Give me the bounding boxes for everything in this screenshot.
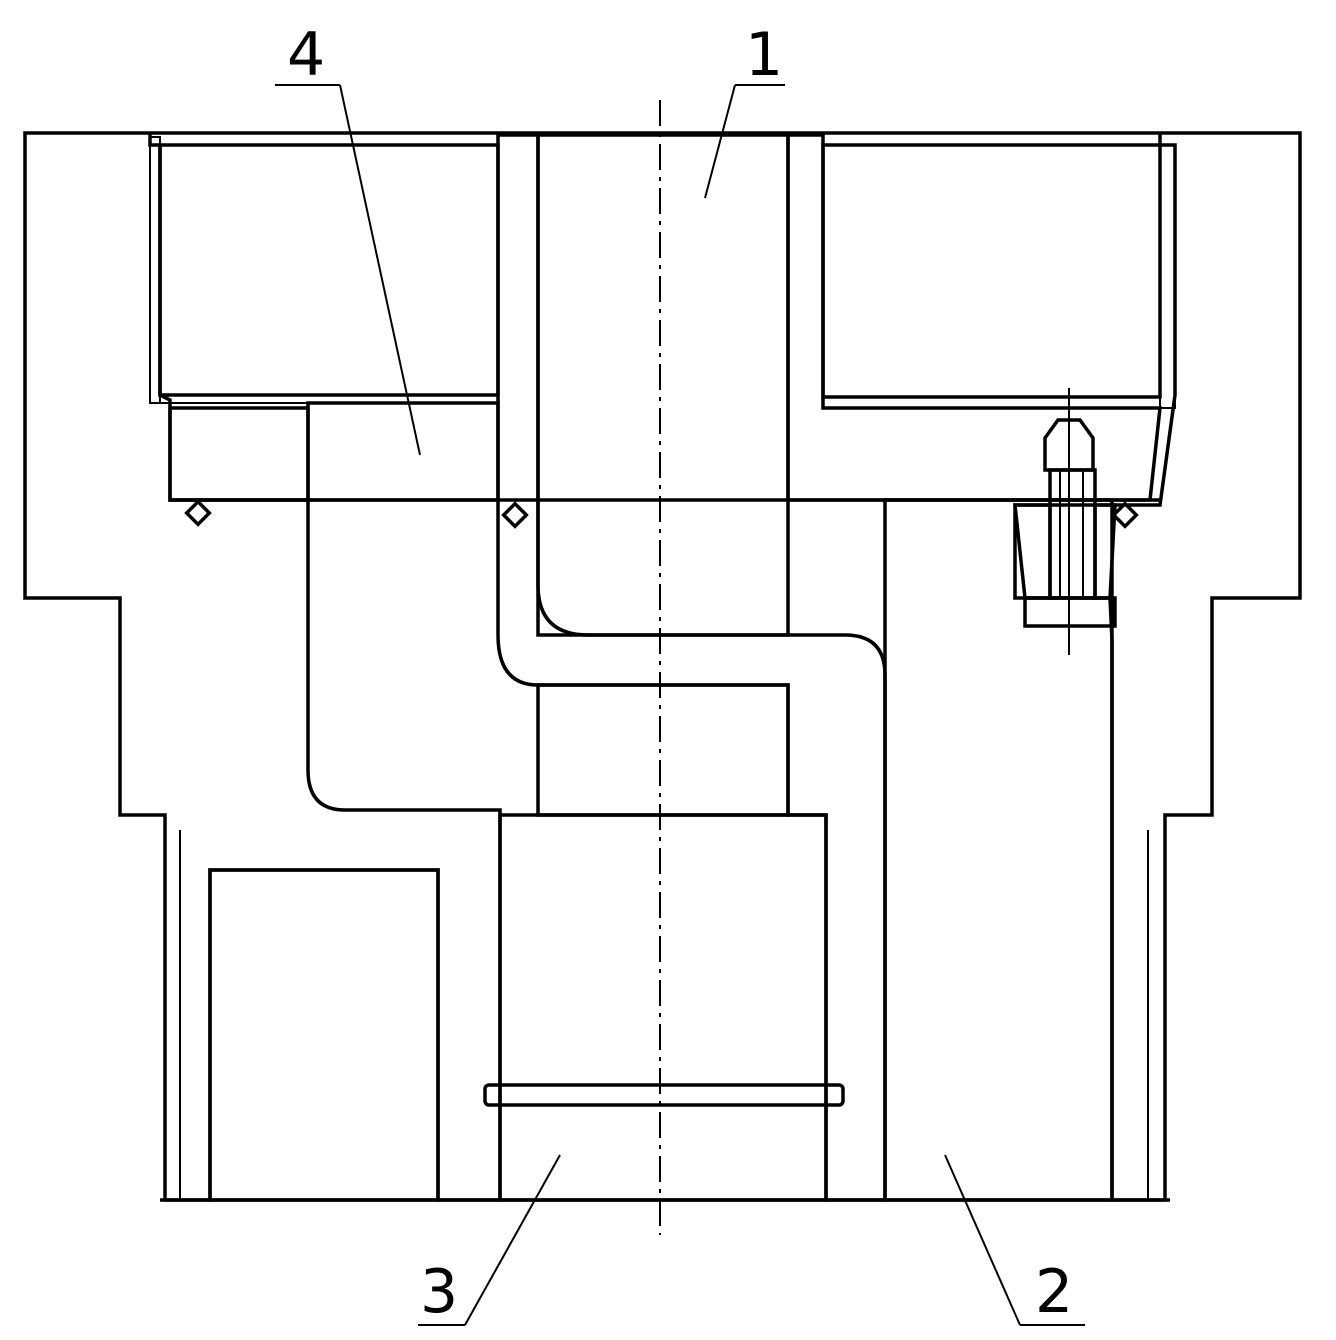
- left-seat-ring: [168, 406, 310, 502]
- passage-4: [306, 401, 500, 502]
- callout-3-label: 3: [420, 1257, 458, 1327]
- central-inner-sleeve: [496, 133, 887, 1202]
- upper-right-chamber: [821, 143, 1162, 399]
- outer-housing: [23, 131, 1302, 1202]
- callout-1-label: 1: [745, 20, 783, 90]
- upper-left-chamber: [158, 143, 500, 397]
- callout-3: 3: [418, 1154, 561, 1327]
- right-bore-wall: [786, 133, 1162, 502]
- central-bore-1: [536, 133, 790, 637]
- callout-2: 2: [944, 1154, 1085, 1327]
- lower-bore: [536, 683, 790, 817]
- passage-3-cavity: [498, 813, 828, 1202]
- upper-right-chamber-liner: [1159, 144, 1176, 409]
- bolt: [1023, 388, 1117, 655]
- callout-4: 4: [275, 20, 421, 456]
- passage-2: [883, 498, 1114, 1202]
- retaining-ring: [483, 1083, 845, 1107]
- lower-left-cavity: [208, 868, 440, 1202]
- o-ring-seals: [184, 499, 1139, 529]
- callout-4-label: 4: [287, 20, 325, 90]
- callout-1: 1: [704, 20, 785, 199]
- callout-2-label: 2: [1035, 1257, 1073, 1327]
